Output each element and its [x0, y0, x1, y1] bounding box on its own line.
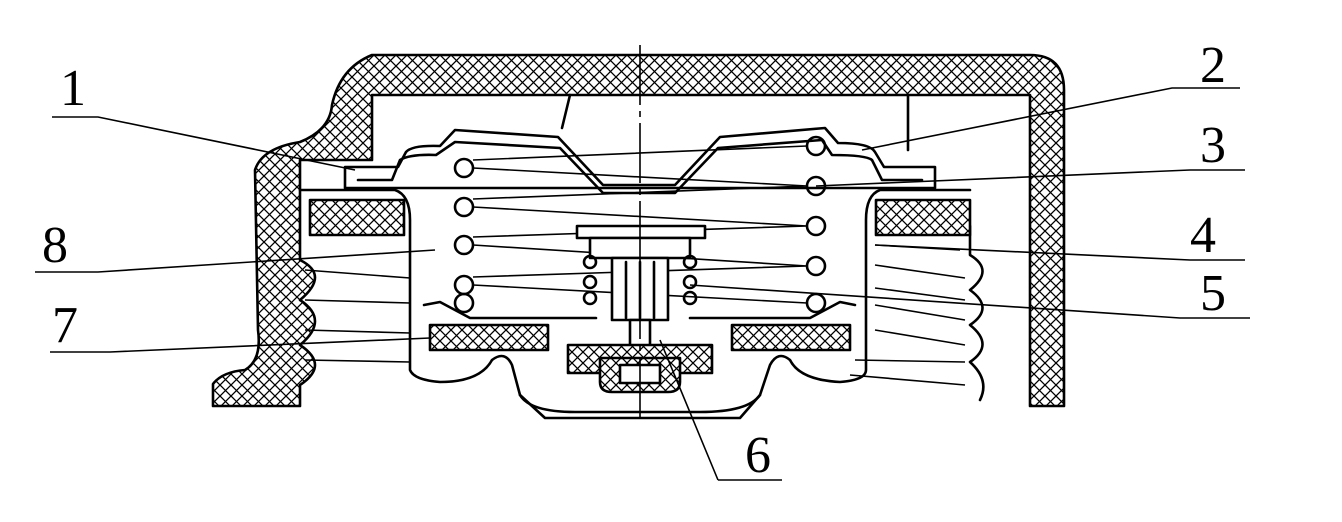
callout-1: 1	[60, 60, 86, 117]
callout-4: 4	[1190, 207, 1216, 264]
callout-2: 2	[1200, 37, 1226, 94]
callout-8: 8	[42, 217, 68, 274]
callout-7: 7	[52, 297, 78, 354]
spring-seat-plate	[422, 300, 857, 320]
bottom-cup	[518, 393, 762, 420]
outer-cap-shell	[211, 53, 1066, 408]
upper-gasket-left	[308, 198, 406, 237]
leader-lines	[35, 87, 1250, 481]
lower-gasket-right	[730, 323, 852, 352]
lower-gasket-left	[428, 323, 550, 352]
callout-3: 3	[1200, 117, 1226, 174]
vacuum-spring	[582, 254, 698, 306]
valve-body-housing	[298, 188, 972, 414]
thread-lines-left	[304, 269, 411, 363]
callout-5: 5	[1200, 265, 1226, 322]
vacuum-valve-cap	[575, 224, 707, 240]
thread-ribs-right	[968, 224, 985, 402]
diaphragm-plate	[343, 126, 937, 190]
top-stem-lines	[560, 93, 910, 152]
callout-6: 6	[745, 427, 771, 484]
upper-gasket-right	[874, 198, 972, 237]
